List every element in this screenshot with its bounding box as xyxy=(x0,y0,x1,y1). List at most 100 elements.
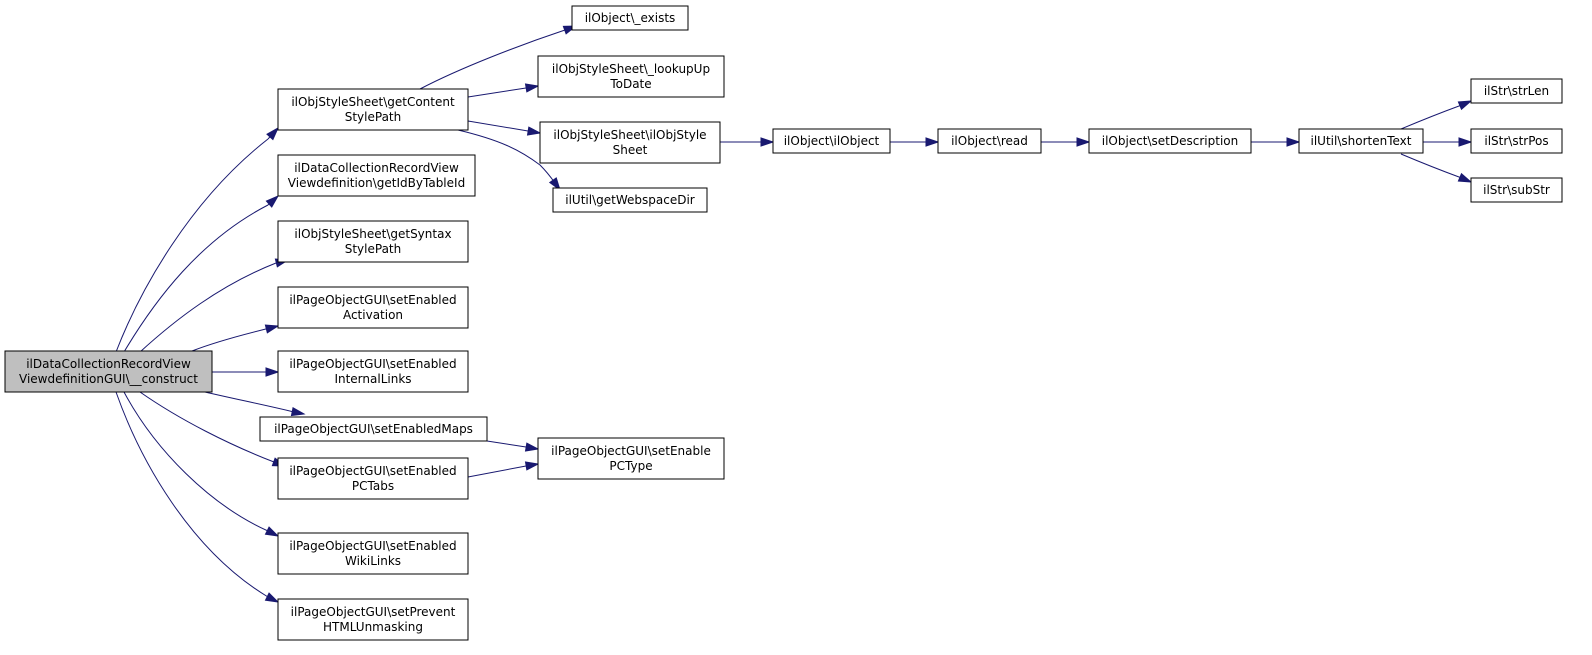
edge-construct-to-getSyntaxStylePath xyxy=(139,258,290,353)
edge-line xyxy=(123,391,269,532)
node-ilobject-exists[interactable]: ilObject\_exists xyxy=(571,5,689,31)
node-label-line: ilPageObjectGUI\setEnabled xyxy=(289,464,456,478)
node-set-description[interactable]: ilObject\setDescription xyxy=(1088,128,1252,154)
node-box[interactable] xyxy=(539,121,721,164)
node-label-line: ilObject\_exists xyxy=(585,11,676,25)
edge-construct-to-setEnabledWikiLinks xyxy=(123,391,280,537)
arrow-head-icon xyxy=(266,126,280,141)
arrow-head-icon xyxy=(265,367,280,377)
node-box[interactable] xyxy=(277,598,469,641)
edge-setDescription-to-shortenText xyxy=(1251,137,1301,147)
node-box[interactable] xyxy=(1470,128,1563,154)
edge-construct-to-setEnabledActivation xyxy=(191,324,280,352)
arrow-head-icon xyxy=(524,461,540,471)
edge-shortenText-to-subStr xyxy=(1400,153,1473,183)
node-box[interactable] xyxy=(4,350,213,393)
node-box[interactable] xyxy=(277,88,469,131)
node-ilobject-read[interactable]: ilObject\read xyxy=(937,128,1042,154)
node-box[interactable] xyxy=(277,286,469,329)
edge-getContentStylePath-to-ilObjStyleSheet xyxy=(467,120,542,136)
arrow-head-icon xyxy=(264,324,280,334)
node-box[interactable] xyxy=(537,55,725,98)
node-label-line: ilObjStyleSheet\getSyntax xyxy=(294,227,451,241)
node-label-line: Viewdefinition\getIdByTableId xyxy=(288,176,465,190)
arrow-head-icon xyxy=(290,406,306,417)
node-get-id-by-table-id[interactable]: ilDataCollectionRecordViewViewdefinition… xyxy=(277,154,476,197)
node-box[interactable] xyxy=(772,128,891,154)
node-box[interactable] xyxy=(277,220,469,263)
node-label-line: ilPageObjectGUI\setEnabled xyxy=(289,539,456,553)
arrow-head-icon xyxy=(1457,100,1473,111)
node-label-line: ilStr\strPos xyxy=(1484,134,1548,148)
node-label-line: Activation xyxy=(343,308,403,322)
node-label-line: StylePath xyxy=(345,110,402,124)
node-label-line: ilObject\setDescription xyxy=(1102,134,1238,148)
node-box[interactable] xyxy=(1470,78,1563,104)
node-box[interactable] xyxy=(277,532,469,575)
node-label-line: ilDataCollectionRecordView xyxy=(294,161,459,175)
node-label-line: PCTabs xyxy=(352,479,394,493)
node-construct[interactable]: ilDataCollectionRecordViewViewdefinition… xyxy=(4,350,213,393)
arrow-head-icon xyxy=(760,137,775,147)
node-label-line: ilUtil\shortenText xyxy=(1311,134,1412,148)
edge-ilObject-to-read xyxy=(890,137,940,147)
node-label-line: ilStr\strLen xyxy=(1484,84,1549,98)
node-set-enabled-maps[interactable]: ilPageObjectGUI\setEnabledMaps xyxy=(259,416,488,442)
node-label-line: ilObjStyleSheet\getContent xyxy=(291,95,455,109)
arrow-head-icon xyxy=(264,592,280,603)
node-get-webspace-dir[interactable]: ilUtil\getWebspaceDir xyxy=(552,187,708,213)
edge-line xyxy=(1400,105,1460,130)
node-label-line: InternalLinks xyxy=(334,372,411,386)
nodes-layer: ilDataCollectionRecordViewViewdefinition… xyxy=(4,5,1563,641)
edge-getContentStylePath-to-getWebspaceDir xyxy=(457,129,561,192)
arrow-head-icon xyxy=(265,194,280,208)
node-shorten-text[interactable]: ilUtil\shortenText xyxy=(1298,128,1424,154)
edge-line xyxy=(123,204,269,353)
node-str-pos[interactable]: ilStr\strPos xyxy=(1470,128,1563,154)
edge-line xyxy=(467,465,527,478)
node-box[interactable] xyxy=(937,128,1042,154)
node-box[interactable] xyxy=(277,350,469,393)
arrow-head-icon xyxy=(264,526,280,537)
node-box[interactable] xyxy=(537,437,725,480)
node-box[interactable] xyxy=(1470,177,1563,203)
node-box[interactable] xyxy=(571,5,689,31)
node-label-line: StylePath xyxy=(345,242,402,256)
node-label-line: ilPageObjectGUI\setPrevent xyxy=(291,605,456,619)
node-str-len[interactable]: ilStr\strLen xyxy=(1470,78,1563,104)
node-label-line: ilObjStyleSheet\ilObjStyle xyxy=(553,128,706,142)
node-label-line: ilObjStyleSheet\_lookupUp xyxy=(552,62,710,76)
node-box[interactable] xyxy=(277,154,476,197)
edge-getContentStylePath-to-lookupUpToDate xyxy=(467,83,540,98)
edge-line xyxy=(191,326,275,352)
arrow-head-icon xyxy=(548,177,561,192)
arrow-head-icon xyxy=(1286,137,1301,147)
node-box[interactable] xyxy=(259,416,488,442)
edge-line xyxy=(204,391,295,413)
edge-ilObjStyleSheet-to-ilObject xyxy=(720,137,775,147)
node-ilobjstylesheet-constructor[interactable]: ilObjStyleSheet\ilObjStyleSheet xyxy=(539,121,721,164)
node-box[interactable] xyxy=(1298,128,1424,154)
node-box[interactable] xyxy=(1088,128,1252,154)
node-box[interactable] xyxy=(552,187,708,213)
node-label-line: ViewdefinitionGUI\__construct xyxy=(19,372,198,386)
edge-line xyxy=(419,29,566,90)
edge-construct-to-setEnabledInternalLinks xyxy=(212,367,280,377)
edge-line xyxy=(467,120,529,132)
node-label-line: ilStr\subStr xyxy=(1483,183,1550,197)
edge-getContentStylePath-to-exists xyxy=(419,25,578,90)
node-sub-str[interactable]: ilStr\subStr xyxy=(1470,177,1563,203)
node-box[interactable] xyxy=(277,457,469,500)
node-label-line: ilPageObjectGUI\setEnable xyxy=(551,444,711,458)
node-ilobject-constructor[interactable]: ilObject\ilObject xyxy=(772,128,891,154)
